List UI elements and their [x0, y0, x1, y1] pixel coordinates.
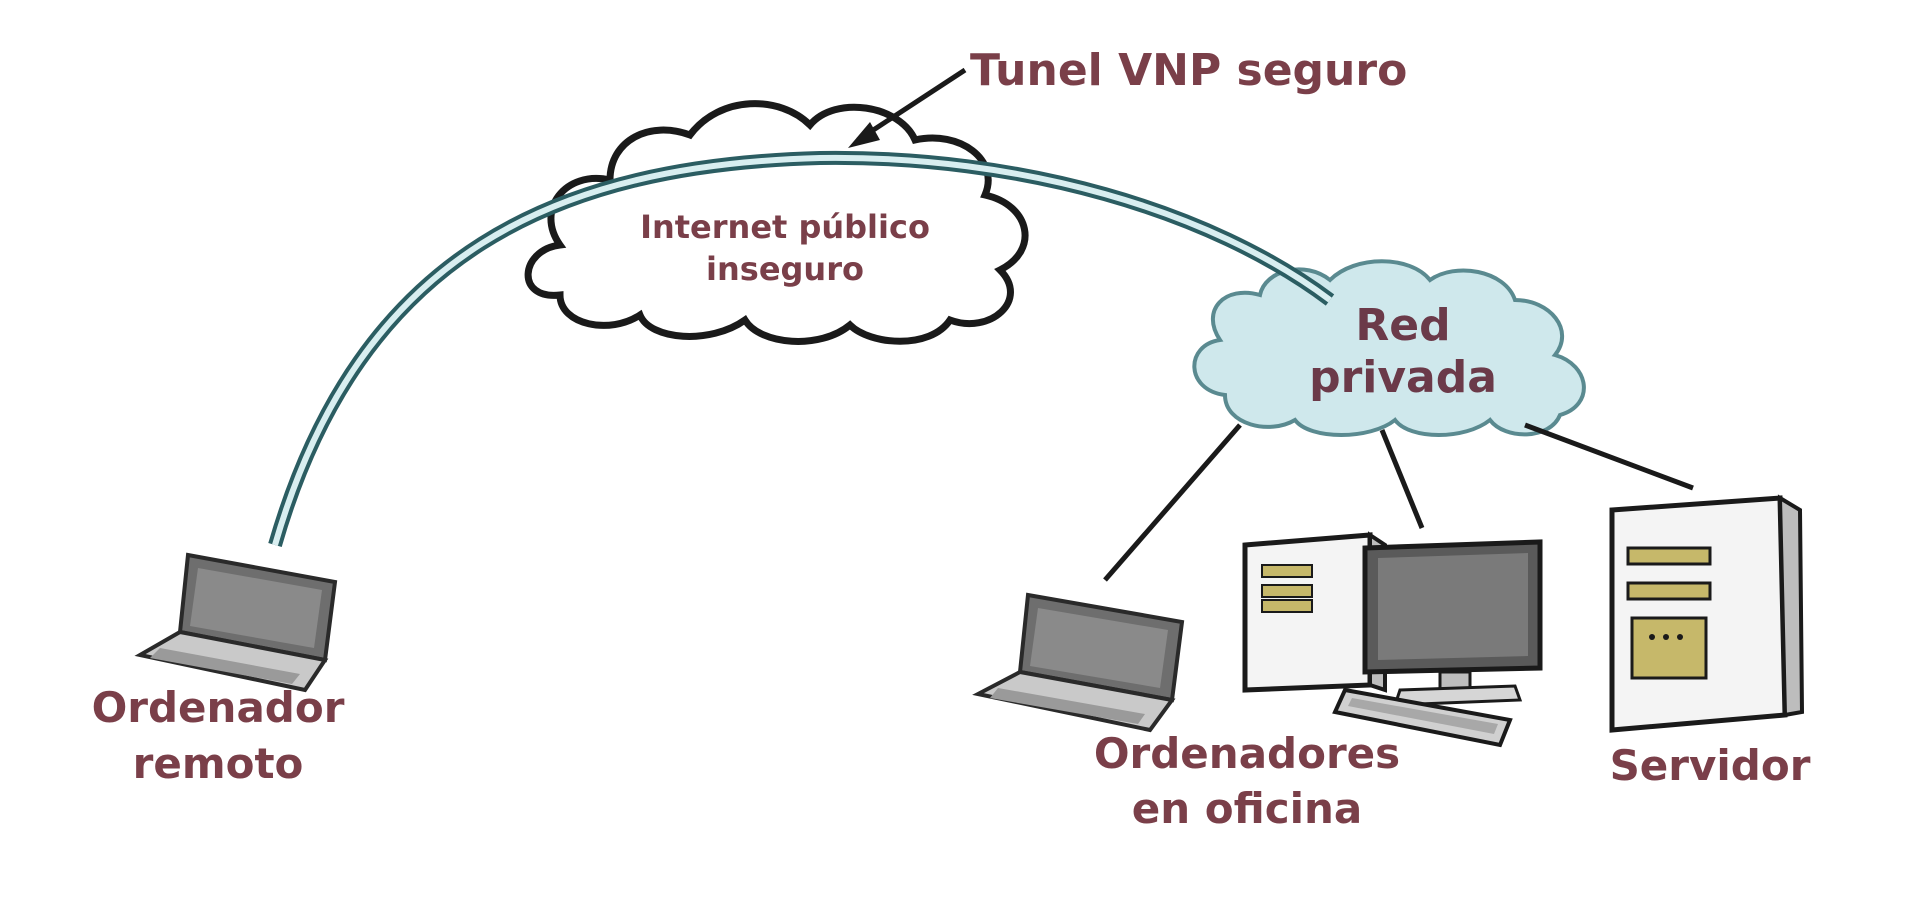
private-network-label-line1: Red: [1355, 300, 1450, 351]
remote-computer-label-line2: remoto: [133, 739, 304, 788]
link-server: [1524, 422, 1694, 491]
server-label: Servidor: [1610, 741, 1811, 790]
internet-label-line1: Internet público: [640, 208, 930, 246]
vpn-tunnel-line: [268, 150, 1335, 547]
office-desktop-icon: [1242, 531, 1543, 748]
link-office-desktop: [1379, 429, 1425, 529]
private-network-label-line2: privada: [1309, 352, 1497, 403]
tunnel-pointer-arrow: [848, 67, 967, 148]
private-network-cloud-icon: [1192, 259, 1586, 437]
server-icon: [1609, 494, 1805, 733]
tunnel-label: Tunel VNP seguro: [970, 45, 1407, 96]
link-office-laptop: [1103, 423, 1242, 582]
office-computers-label-line1: Ordenadores: [1094, 729, 1400, 778]
office-computers-label-line2: en oficina: [1132, 784, 1363, 833]
remote-laptop-icon: [134, 552, 338, 693]
network-links: [1103, 422, 1694, 582]
internet-label-line2: inseguro: [706, 250, 864, 288]
remote-computer-label-line1: Ordenador: [92, 683, 345, 732]
office-laptop-icon: [972, 592, 1185, 733]
